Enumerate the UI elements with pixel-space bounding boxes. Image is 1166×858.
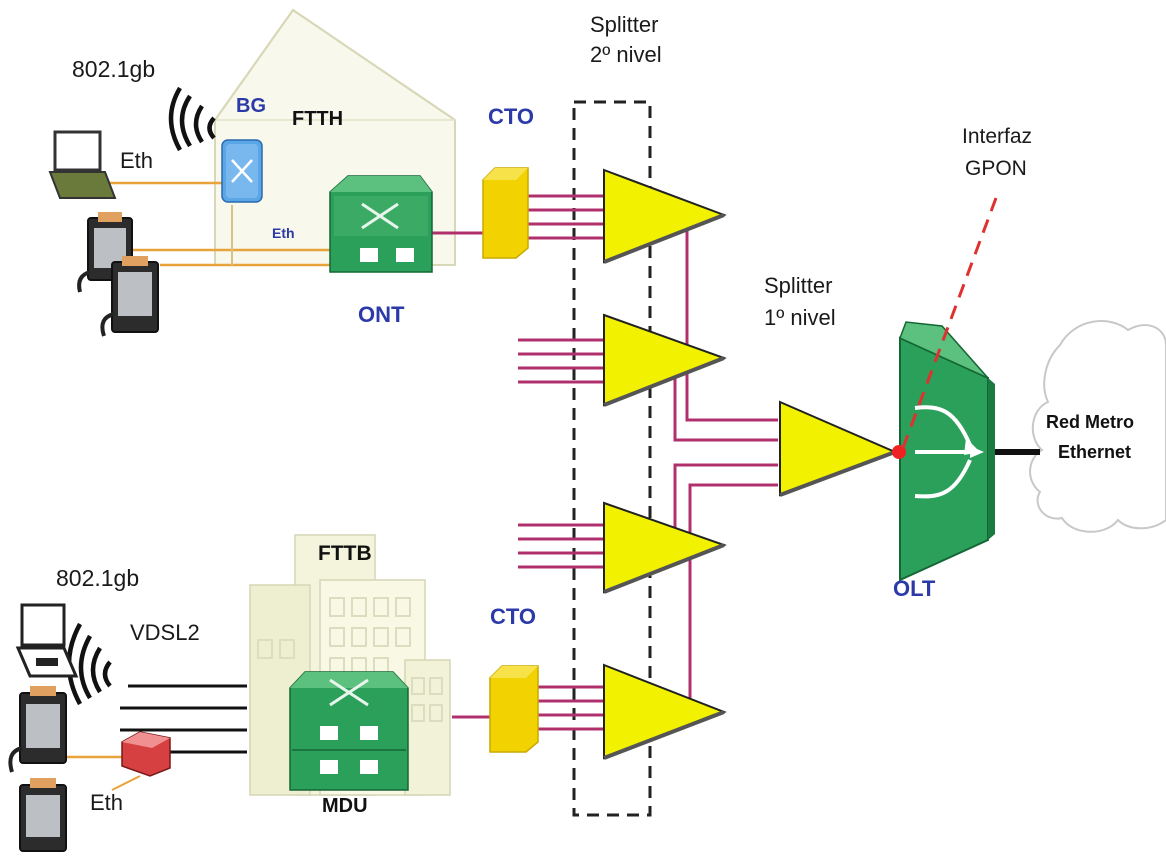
cto-label-bottom: CTO (490, 604, 536, 629)
bg-wireless-router (221, 139, 263, 203)
cto-label-top: CTO (488, 104, 534, 129)
eth-label-bottom: Eth (90, 790, 123, 815)
vdsl2-label: VDSL2 (130, 620, 200, 645)
splitter-2-a (603, 168, 727, 264)
cloud-label-line2: Ethernet (1058, 442, 1131, 462)
vdsl-lines (120, 684, 247, 754)
wifi-waves-top (168, 86, 216, 152)
splitter2-label-line1: Splitter (590, 12, 658, 37)
wifi-label-top: 802.1gb (72, 56, 155, 82)
cto-top-box (482, 167, 529, 259)
vdsl-modem (111, 731, 171, 791)
eth-label-top: Eth (120, 148, 153, 173)
metro-ethernet-cloud (1029, 320, 1166, 533)
ont-label: ONT (358, 302, 405, 327)
pc-bottom-2 (19, 778, 67, 852)
gpon-interface-dot (892, 445, 906, 459)
cto-bottom-box (489, 665, 539, 753)
interfaz-label-line2: GPON (965, 157, 1027, 180)
fttb-label: FTTB (318, 542, 372, 565)
pc-top-2 (100, 256, 159, 337)
splitter-2-b (603, 313, 727, 407)
laptop-top (48, 130, 117, 199)
interfaz-label-line1: Interfaz (962, 125, 1032, 148)
ont-device (329, 175, 433, 273)
splitter1-label-line1: Splitter (764, 273, 832, 298)
fiber-lines (430, 194, 778, 731)
olt-device (899, 321, 995, 582)
wifi-waves-bottom (66, 622, 112, 706)
pc-bottom-1 (8, 686, 67, 773)
laptop-bottom (15, 603, 79, 678)
bg-label: BG (236, 95, 266, 117)
splitter2-label-line2: 2º nivel (590, 42, 662, 67)
olt-label: OLT (893, 576, 936, 601)
splitter-2-c (603, 501, 727, 594)
mdu-device (289, 671, 409, 791)
wifi-label-bottom: 802.1gb (56, 565, 139, 591)
copper-lines (58, 181, 335, 759)
splitter-2-d (603, 663, 727, 760)
splitter1-label-line2: 1º nivel (764, 305, 836, 330)
ftth-label: FTTH (292, 108, 343, 130)
splitter-2-dashed-box (572, 100, 652, 817)
cloud-label-line1: Red Metro (1046, 412, 1134, 432)
mdu-label: MDU (322, 795, 368, 817)
splitter-1 (779, 400, 898, 497)
eth-small-label: Eth (272, 225, 295, 241)
